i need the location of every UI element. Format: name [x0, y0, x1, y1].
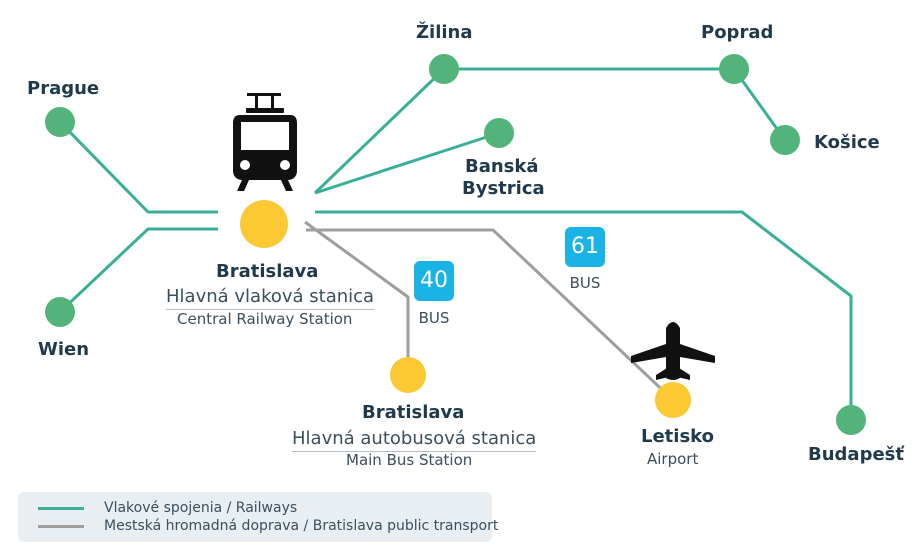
- bus-label-61: BUS: [569, 274, 601, 292]
- station-banska-bystrica: [484, 118, 514, 148]
- railway-station-local-name: Hlavná vlaková stanica: [166, 286, 375, 310]
- station-budapest: [836, 405, 866, 435]
- legend-item-railways: Vlakové spojenia / Railways: [38, 500, 297, 516]
- railway-line-banska-bystrica: [314, 131, 500, 195]
- airport-english-name: Airport: [647, 450, 699, 468]
- station-zilina: [429, 54, 459, 84]
- bus-line-40: [304, 220, 410, 375]
- legend: Vlakové spojenia / Railways Mestská hrom…: [18, 492, 498, 542]
- railway-lines: [58, 67, 853, 420]
- station-wien: [45, 297, 75, 327]
- train-icon: [233, 93, 297, 191]
- city-label-budapest: Budapešť: [808, 444, 904, 465]
- railway-station-name: Bratislava: [216, 261, 319, 282]
- railway-line-zilina: [313, 67, 787, 195]
- city-label-bystrica: Bystrica: [462, 178, 545, 199]
- station-bratislava-railway: [240, 200, 288, 248]
- station-bratislava-bus: [390, 357, 426, 393]
- legend-swatch-railways: [38, 506, 84, 510]
- city-label-wien: Wien: [38, 339, 90, 360]
- station-airport: [655, 382, 691, 418]
- public-transport-lines: [304, 220, 675, 402]
- railway-line-wien: [58, 227, 218, 314]
- city-label-banska: Banská: [465, 156, 539, 177]
- station-poprad: [719, 54, 749, 84]
- legend-label-railways: Vlakové spojenia / Railways: [104, 500, 298, 516]
- legend-swatch-transport: [38, 524, 84, 528]
- airplane-icon: [631, 322, 715, 380]
- bus-station-local-name: Hlavná autobusová stanica: [292, 428, 537, 452]
- airport-name: Letisko: [641, 426, 715, 447]
- bus-number-40: 40: [414, 261, 454, 301]
- station-kosice: [770, 125, 800, 155]
- station-prague: [45, 107, 75, 137]
- bus-number-61: 61: [565, 227, 605, 267]
- bus-line-61: [306, 228, 675, 402]
- bus-station-english-name: Main Bus Station: [346, 451, 473, 469]
- legend-item-transport: Mestská hromadná doprava / Bratislava pu…: [38, 518, 498, 534]
- railway-line-prague: [58, 120, 218, 214]
- railway-station-english-name: Central Railway Station: [177, 310, 353, 328]
- stations: [45, 54, 866, 435]
- bus-label-40: BUS: [418, 309, 450, 327]
- city-label-zilina: Žilina: [416, 22, 473, 43]
- city-label-kosice: Košice: [814, 132, 880, 153]
- railway-line-budapest: [315, 210, 853, 420]
- city-label-prague: Prague: [27, 78, 100, 99]
- legend-label-transport: Mestská hromadná doprava / Bratislava pu…: [104, 518, 499, 534]
- bus-station-name: Bratislava: [362, 402, 465, 423]
- city-label-poprad: Poprad: [701, 22, 774, 43]
